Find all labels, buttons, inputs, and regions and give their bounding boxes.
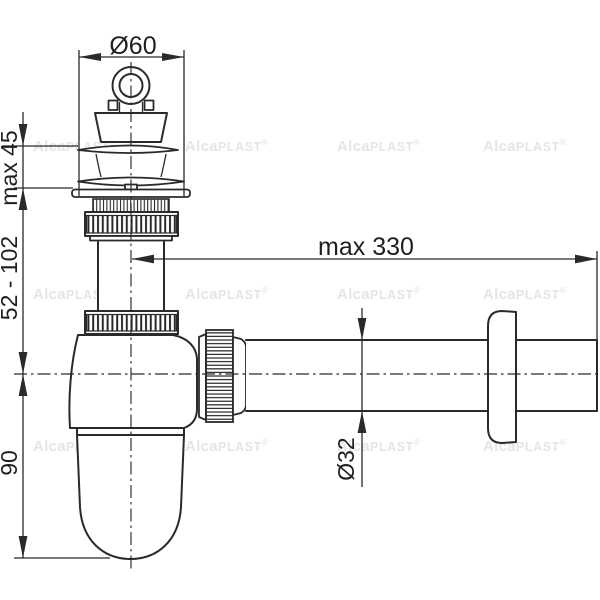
brand-watermark: AlcaPLAST® [185,438,269,455]
flange-neck [95,153,167,178]
ring-lug-left [107,99,119,111]
ring-lug-right [143,99,155,111]
arrowhead [79,53,101,61]
arrowhead [18,124,28,146]
arrowhead [357,318,367,340]
brand-watermark: AlcaPLAST® [337,286,421,303]
arrowhead [132,254,154,264]
label-plug-diameter: Ø60 [109,32,156,60]
label-outlet-length: max 330 [318,233,414,261]
dimension-left-chain: max 45 52 - 102 90 [0,112,110,559]
arrowhead [18,536,28,558]
brand-watermark: AlcaPLAST® [483,138,567,155]
arrowhead [357,411,367,433]
sink-flange [77,144,179,154]
dimension-outlet-length: max 330 [132,233,598,341]
brand-watermark: AlcaPLAST® [337,138,421,155]
arrowhead [18,188,28,210]
brand-watermark: AlcaPLAST® [185,138,269,155]
siphon-assembly [68,66,598,560]
brand-watermark: AlcaPLAST® [483,286,567,303]
arrowhead [18,374,28,396]
brand-watermark: AlcaPLAST® [185,286,269,303]
outlet-union-nut [198,329,247,423]
label-height-range: 52 - 102 [0,236,22,320]
arrowhead [162,53,184,61]
label-pipe-diameter: Ø32 [333,437,359,480]
arrowhead [18,352,28,374]
dimension-plug-diameter: Ø60 [78,32,185,196]
arrowhead [575,254,597,264]
outlet-pipe [245,339,598,412]
label-mount-thickness: max 45 [0,130,22,205]
dimension-pipe-diameter: Ø32 [333,308,367,487]
label-cup-height: 90 [0,450,22,476]
trap-body [68,334,198,429]
wall-rosette [487,310,517,444]
